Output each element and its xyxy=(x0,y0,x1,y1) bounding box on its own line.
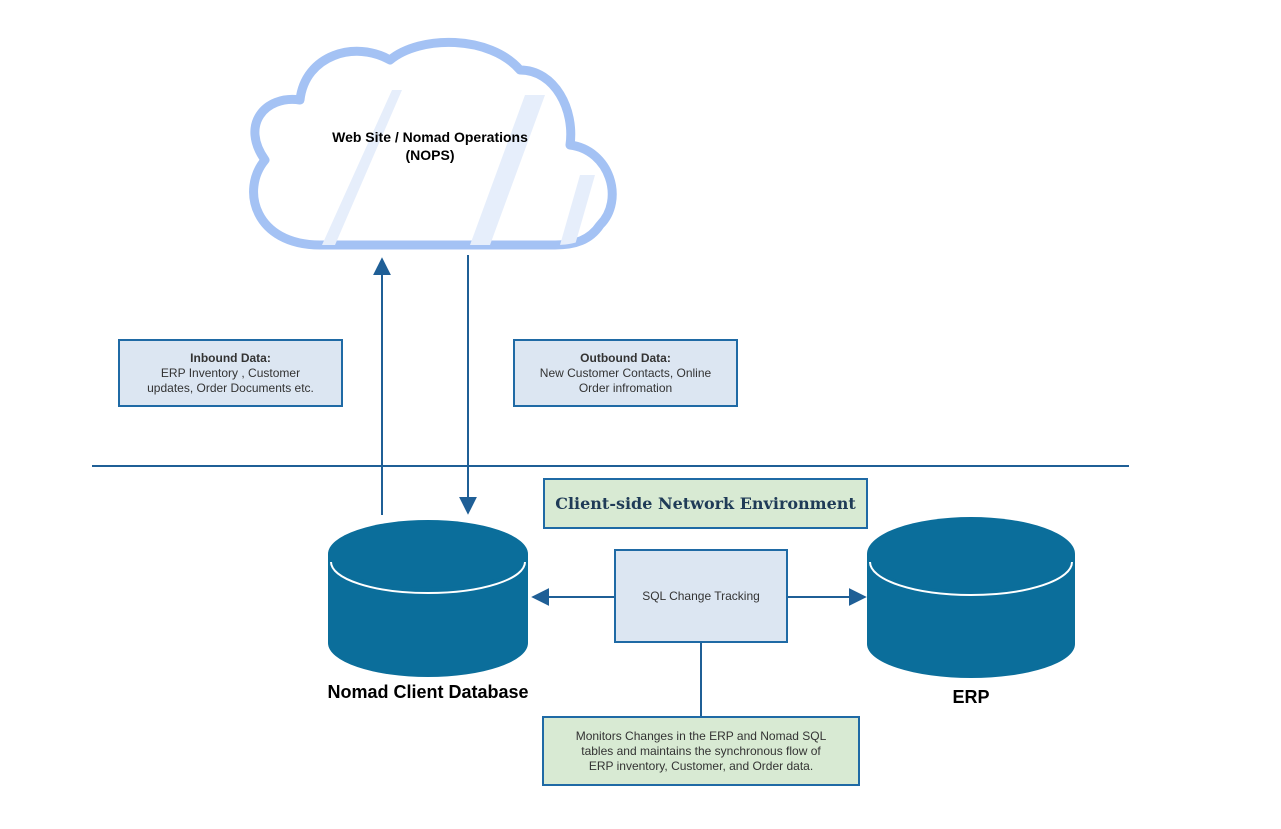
nomad-database-icon xyxy=(328,520,528,677)
erp-label: ERP xyxy=(952,687,990,707)
sql-change-tracking-box: SQL Change Tracking xyxy=(614,549,788,643)
outbound-line1: New Customer Contacts, Online xyxy=(539,365,712,380)
environment-label-box: Client-side Network Environment xyxy=(543,478,868,529)
inbound-data-box: Inbound Data: ERP Inventory , Customer u… xyxy=(118,339,343,407)
cloud-shape xyxy=(249,37,617,250)
sql-change-tracking-label: SQL Change Tracking xyxy=(642,589,760,603)
cloud-title: Web Site / Nomad Operations (NOPS) xyxy=(300,128,560,164)
outbound-heading: Outbound Data: xyxy=(580,350,671,365)
cloud-title-line1: Web Site / Nomad Operations xyxy=(332,129,528,145)
outbound-line2: Order infromation xyxy=(578,380,673,395)
erp-database-icon xyxy=(867,517,1075,678)
nomad-database-label: Nomad Client Database xyxy=(327,682,529,702)
inbound-line2: updates, Order Documents etc. xyxy=(147,380,314,395)
cloud-title-line2: (NOPS) xyxy=(405,147,455,163)
outbound-data-box: Outbound Data: New Customer Contacts, On… xyxy=(513,339,738,407)
monitor-line1: Monitors Changes in the ERP and Nomad SQ… xyxy=(575,728,827,743)
monitor-description-box: Monitors Changes in the ERP and Nomad SQ… xyxy=(542,716,860,786)
monitor-line3: ERP inventory, Customer, and Order data. xyxy=(588,758,814,773)
environment-label: Client-side Network Environment xyxy=(555,494,856,513)
inbound-heading: Inbound Data: xyxy=(190,350,271,365)
inbound-line1: ERP Inventory , Customer xyxy=(160,365,301,380)
monitor-line2: tables and maintains the synchronous flo… xyxy=(581,743,821,758)
